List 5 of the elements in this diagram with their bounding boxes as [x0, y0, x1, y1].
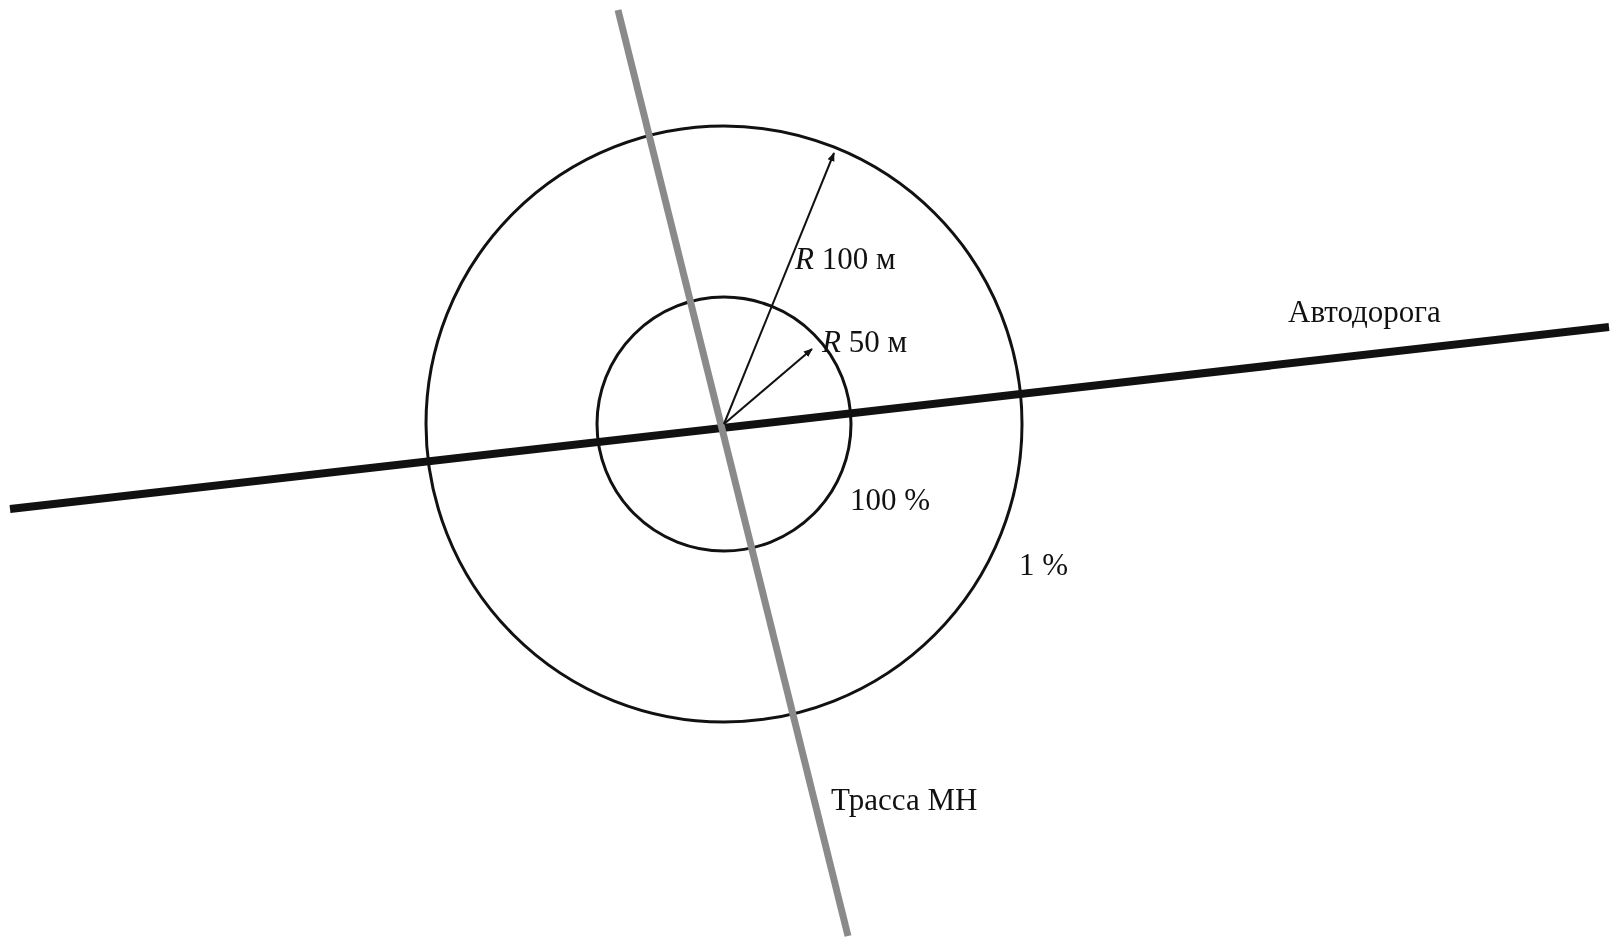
radius-label: R 100 м: [795, 241, 896, 277]
route-label: Трасса МН: [831, 782, 978, 818]
zone-label: 100 %: [850, 482, 931, 518]
road-label: Автодорога: [1288, 294, 1441, 330]
zone-label: 1 %: [1019, 547, 1069, 583]
